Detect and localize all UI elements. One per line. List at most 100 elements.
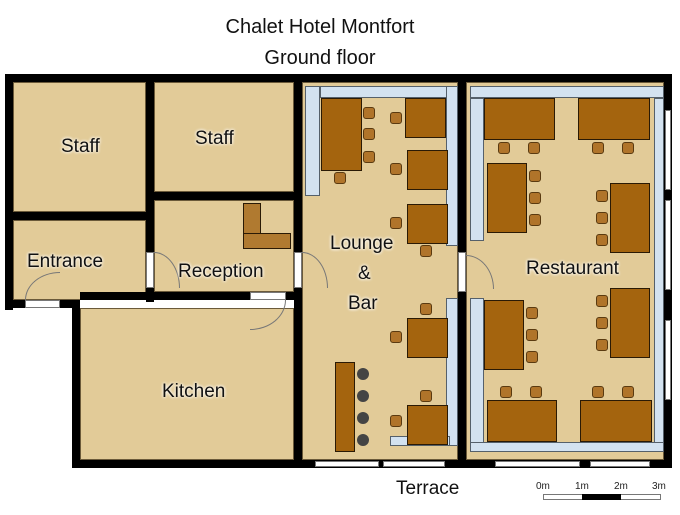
- scale-label: 0m: [536, 481, 550, 492]
- chair: [420, 303, 432, 315]
- reception-desk: [243, 233, 291, 249]
- chair: [390, 415, 402, 427]
- room-label-entrance: Entrance: [27, 251, 104, 272]
- lounge-table: [405, 98, 446, 138]
- chair: [596, 339, 608, 351]
- restaurant-table: [484, 98, 555, 140]
- room-label-lounge: Lounge: [330, 233, 394, 254]
- chair: [529, 192, 541, 204]
- room-label-reception: Reception: [178, 261, 264, 282]
- window: [590, 461, 650, 467]
- chair: [529, 170, 541, 182]
- chair: [596, 190, 608, 202]
- bar-stool: [357, 434, 369, 446]
- room-staff-2: [154, 82, 294, 192]
- window: [383, 461, 445, 467]
- plan-subtitle: Ground floor: [264, 47, 376, 69]
- chair: [526, 307, 538, 319]
- wall: [5, 300, 25, 308]
- room-label-bar: Bar: [348, 293, 378, 314]
- wall: [294, 288, 302, 468]
- window-panel: [470, 442, 664, 452]
- room-label-kitchen: Kitchen: [162, 381, 226, 402]
- window: [665, 110, 671, 190]
- chair: [390, 163, 402, 175]
- lounge-table: [321, 98, 362, 171]
- scale-bar-segment: [582, 494, 621, 500]
- wall: [5, 74, 13, 310]
- chair: [390, 112, 402, 124]
- chair: [363, 107, 375, 119]
- entrance-door[interactable]: [25, 300, 60, 308]
- chair: [500, 386, 512, 398]
- window: [665, 320, 671, 400]
- lounge-table: [407, 204, 448, 244]
- window: [665, 200, 671, 290]
- room-label-staff: Staff: [61, 136, 100, 157]
- door[interactable]: [458, 252, 466, 292]
- chair: [530, 386, 542, 398]
- wall: [72, 300, 80, 468]
- lounge-table: [407, 405, 448, 445]
- wall: [294, 82, 302, 252]
- restaurant-table: [610, 183, 650, 253]
- wall: [60, 300, 80, 308]
- scale-label: 2m: [614, 481, 628, 492]
- scale-label: 3m: [652, 481, 666, 492]
- wall: [458, 292, 466, 468]
- window-panel: [470, 98, 484, 241]
- chair: [420, 245, 432, 257]
- wall: [5, 74, 672, 82]
- door[interactable]: [294, 252, 302, 288]
- restaurant-table: [610, 288, 650, 358]
- window: [495, 461, 580, 467]
- lounge-table: [407, 318, 448, 358]
- window-panel: [320, 86, 458, 98]
- chair: [592, 386, 604, 398]
- chair: [390, 217, 402, 229]
- bar-stool: [357, 390, 369, 402]
- lounge-table: [407, 150, 448, 190]
- chair: [622, 142, 634, 154]
- chair: [526, 329, 538, 341]
- scale-label: 1m: [575, 481, 589, 492]
- chair: [596, 234, 608, 246]
- restaurant-table: [578, 98, 650, 140]
- chair: [596, 295, 608, 307]
- room-label-restaurant: Restaurant: [526, 258, 619, 279]
- chair: [334, 172, 346, 184]
- chair: [596, 212, 608, 224]
- restaurant-table: [580, 400, 652, 442]
- restaurant-table: [484, 300, 524, 370]
- room-kitchen: [80, 308, 294, 460]
- chair: [498, 142, 510, 154]
- window-panel: [470, 86, 664, 98]
- bar-counter: [335, 362, 355, 452]
- window-panel: [305, 86, 320, 196]
- restaurant-table: [487, 163, 527, 233]
- window-panel: [470, 298, 484, 448]
- restaurant-table: [487, 400, 557, 442]
- chair: [363, 128, 375, 140]
- chair: [592, 142, 604, 154]
- wall: [154, 192, 294, 200]
- bar-stool: [357, 368, 369, 380]
- door[interactable]: [146, 252, 154, 288]
- chair: [596, 317, 608, 329]
- chair: [528, 142, 540, 154]
- door[interactable]: [250, 292, 286, 300]
- chair: [420, 390, 432, 402]
- window: [315, 461, 379, 467]
- wall: [146, 82, 154, 252]
- chair: [622, 386, 634, 398]
- chair: [529, 214, 541, 226]
- wall: [13, 212, 146, 220]
- room-label-staff: Staff: [195, 128, 234, 149]
- chair: [526, 351, 538, 363]
- wall: [458, 82, 466, 252]
- room-label-ampersand: &: [358, 263, 371, 284]
- area-label-terrace: Terrace: [396, 478, 460, 499]
- window-panel: [446, 298, 458, 446]
- bar-stool: [357, 412, 369, 424]
- wall: [80, 292, 250, 300]
